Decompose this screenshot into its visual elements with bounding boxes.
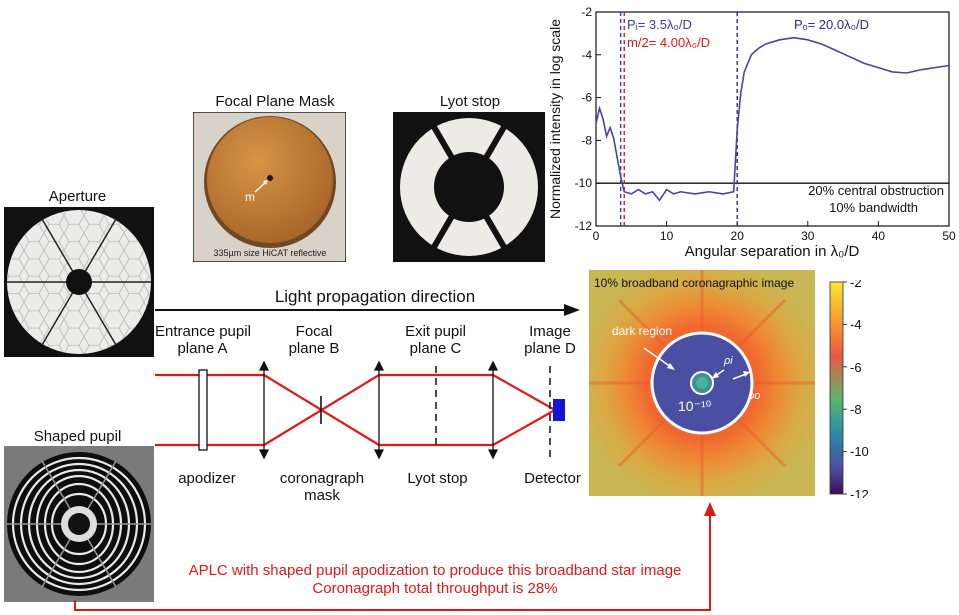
mask-caption: 335µm size HiCAT reflective <box>213 248 327 258</box>
colorbar: -2 -4 -6 -8 -10 -12 <box>829 280 869 498</box>
aperture-title: Aperture <box>48 188 107 205</box>
shaped-pupil-image <box>4 446 154 602</box>
detector-label: Detector <box>524 470 581 487</box>
lyot-stop-image <box>393 112 545 262</box>
shaped-pupil-title: Shaped pupil <box>33 428 122 445</box>
annotation-po: Pₒ= 20.0λ₀/D <box>794 17 869 32</box>
colorbar-tick: -6 <box>850 360 862 375</box>
y-tick-label: -8 <box>581 133 592 147</box>
plane-d-label: Image plane D <box>515 323 585 357</box>
colorbar-tick: -10 <box>850 444 869 459</box>
plane-a-line2: plane A <box>177 340 228 357</box>
plane-d-line2: plane D <box>524 340 576 357</box>
annotation-m2: m/2= 4.00λ₀/D <box>627 35 710 50</box>
red-connector-arrow <box>74 502 716 611</box>
x-tick-label: 50 <box>942 229 956 243</box>
x-tick-label: 0 <box>593 229 600 243</box>
plane-c-line2: plane C <box>409 340 462 357</box>
y-tick-label: -6 <box>581 91 592 105</box>
plane-b-line1: Focal <box>295 323 333 340</box>
mask-label-line2: mask <box>304 487 340 504</box>
x-tick-label: 20 <box>731 229 745 243</box>
caption-line1: APLC with shaped pupil apodization to pr… <box>188 562 682 579</box>
plane-c-line1: Exit pupil <box>405 323 466 340</box>
contrast-curve-line <box>595 36 950 202</box>
annotation-obstruction: 20% central obstruction <box>808 183 944 198</box>
center-value-label: 10⁻¹⁰ <box>678 398 712 414</box>
plane-a-line1: Entrance pupil <box>155 323 251 340</box>
annotation-bandwidth: 10% bandwidth <box>829 200 918 215</box>
optical-train-diagram <box>155 304 580 460</box>
plane-a-label: Entrance pupil plane A <box>155 323 251 357</box>
colorbar-tick: -4 <box>850 317 862 332</box>
x-tick-label: 10 <box>660 229 674 243</box>
coronagraphic-image <box>589 270 815 496</box>
y-axis-label: Normalized intensity in log scale <box>547 19 563 219</box>
apodizer-label: apodizer <box>178 470 236 487</box>
lyot-stop-label: Lyot stop <box>407 470 468 487</box>
contrast-curve-plot: 0 10 20 30 40 50 -2 -4 -6 -8 -10 -12 Normalized int… <box>547 5 956 260</box>
rho-i-label: ρi <box>724 355 733 367</box>
y-tick-label: -2 <box>581 5 592 19</box>
focal-plane-mask-image <box>193 112 346 262</box>
dark-region-label: dark region <box>612 324 673 338</box>
lyot-stop-title: Lyot stop <box>439 93 501 110</box>
colorbar-tick: -12 <box>850 487 869 498</box>
caption-line2: Coronagraph total throughput is 28% <box>312 580 558 597</box>
rho-o-label: ρo <box>748 390 761 402</box>
plot-frame <box>595 11 950 227</box>
focal-plane-mask-title: Focal Plane Mask <box>215 93 335 110</box>
colorbar-tick: -8 <box>850 402 862 417</box>
y-tick-label: -10 <box>575 176 593 190</box>
x-axis-label: Angular separation in λ₀/D <box>685 243 860 260</box>
colorbar-tick: -2 <box>850 280 862 290</box>
plane-b-line2: plane B <box>288 340 340 357</box>
plane-d-line1: Image <box>529 323 571 340</box>
annotation-pi: Pᵢ= 3.5λ₀/D <box>627 17 692 32</box>
plane-c-label: Exit pupil plane C <box>393 323 478 357</box>
x-tick-label: 30 <box>801 229 815 243</box>
y-tick-label: -12 <box>575 219 593 233</box>
x-tick-label: 40 <box>872 229 886 243</box>
mask-label-line1: coronagraph <box>279 470 365 487</box>
aperture-image <box>4 207 154 357</box>
image-title: 10% broadband coronagraphic image <box>594 276 795 290</box>
y-tick-label: -4 <box>581 48 592 62</box>
coronagraph-mask-label: coronagraph mask <box>272 470 372 504</box>
propagation-direction-label: Light propagation direction <box>274 287 476 306</box>
mask-marker-m: m <box>245 190 255 204</box>
plane-b-label: Focal plane B <box>283 323 345 357</box>
